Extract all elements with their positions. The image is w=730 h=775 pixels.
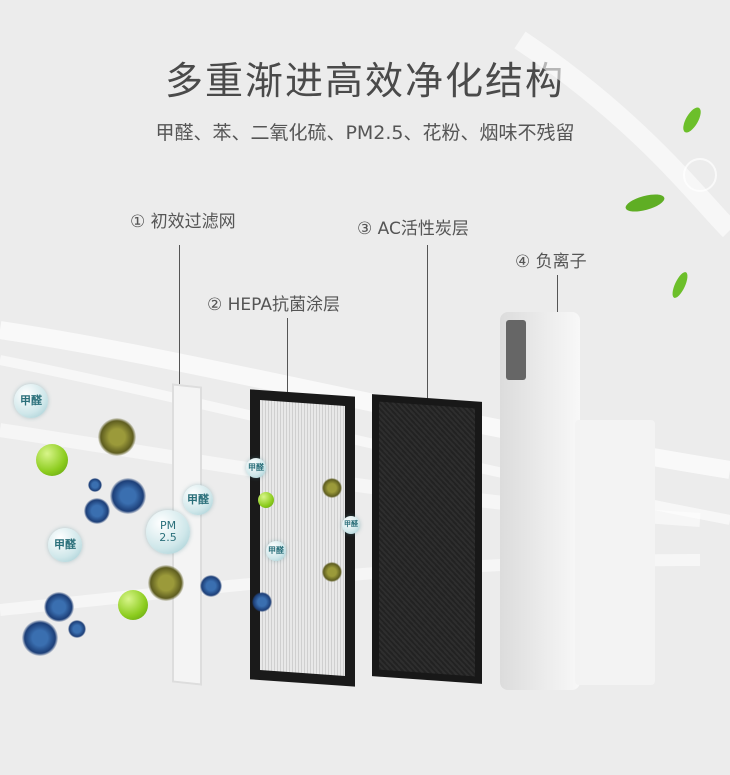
hepa-filter [250,389,355,687]
layer-label-anion: ④ 负离子 [515,252,587,272]
pollen-ball-icon [258,492,274,508]
formaldehyde-bubble: 甲醛 [266,541,286,561]
virus-icon [322,562,342,582]
layer-label-prefilter: ① 初效过滤网 [130,212,236,232]
page-title: 多重渐进高效净化结构 [164,59,565,103]
page-subtitle: 甲醛、苯、二氧化硫、PM2.5、花粉、烟味不残留 [155,122,575,144]
anion-unit-front [500,312,580,690]
carbon-filter [372,394,482,684]
pollen-ball-icon [36,444,68,476]
pm25-bubble: PM 2.5 [146,510,190,554]
virus-icon [44,592,74,622]
formaldehyde-bubble: 甲醛 [14,384,48,418]
leader-line [557,275,558,315]
formaldehyde-bubble: 甲醛 [48,528,82,562]
leader-line [179,245,180,390]
virus-icon [84,498,110,524]
pm-label: PM [159,518,177,532]
virus-icon [200,575,222,597]
virus-icon [98,418,136,456]
layer-label-carbon: ③ AC活性炭层 [357,219,469,239]
leader-line [287,318,288,394]
formaldehyde-bubble: 甲醛 [246,458,266,478]
virus-icon [110,478,146,514]
virus-icon [252,592,272,612]
pm-value: 2.5 [159,531,177,544]
virus-icon [88,478,102,492]
pollen-ball-icon [118,590,148,620]
virus-icon [68,620,86,638]
virus-icon [322,478,342,498]
virus-icon [22,620,58,656]
formaldehyde-bubble: 甲醛 [183,485,213,515]
formaldehyde-bubble: 甲醛 [342,516,360,534]
virus-icon [148,565,184,601]
layer-label-hepa: ② HEPA抗菌涂层 [207,295,340,315]
leaf-icons [625,107,717,298]
anion-unit-body [575,420,655,685]
leader-line [427,245,428,400]
